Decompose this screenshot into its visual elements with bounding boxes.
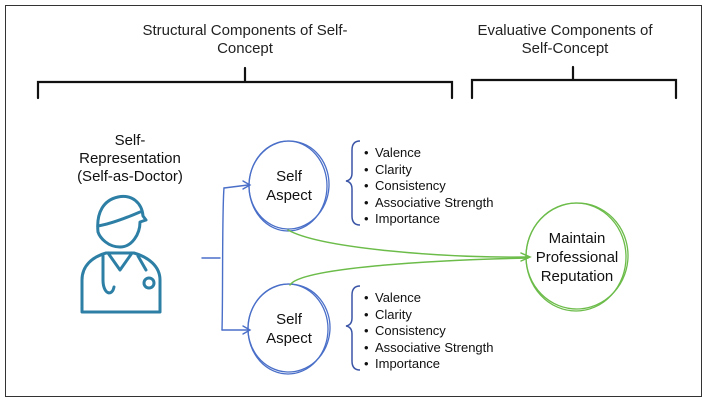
attribute-item: Associative Strength xyxy=(364,340,494,357)
goal-line-3: Reputation xyxy=(540,268,614,285)
self-rep-line-2: Representation xyxy=(79,150,181,167)
attribute-item: Associative Strength xyxy=(364,195,494,212)
brace-top xyxy=(345,140,361,226)
attribute-item: Importance xyxy=(364,356,494,373)
self-rep-line-3: (Self-as-Doctor) xyxy=(77,168,183,185)
attribute-item: Consistency xyxy=(364,178,494,195)
goal-label: Maintain Professional Reputation xyxy=(526,229,628,286)
self-aspect-top-line-2: Aspect xyxy=(266,187,312,204)
evaluative-components-header: Evaluative Components of Self-Concept xyxy=(465,22,665,58)
branch-connector xyxy=(201,180,252,335)
self-aspect-top-circle xyxy=(248,140,330,232)
attribute-item: Valence xyxy=(364,145,494,162)
attribute-list-top: Valence Clarity Consistency Associative … xyxy=(364,145,494,228)
goal-connector xyxy=(287,229,532,286)
self-aspect-bottom-line-1: Self xyxy=(276,311,302,328)
attribute-item: Clarity xyxy=(364,162,494,179)
evaluative-bracket xyxy=(470,65,678,100)
attribute-item: Importance xyxy=(364,211,494,228)
structural-components-header: Structural Components of Self- Concept xyxy=(120,22,370,58)
self-aspect-top-line-1: Self xyxy=(276,168,302,185)
structural-bracket xyxy=(36,66,454,100)
brace-bottom xyxy=(345,285,361,371)
attribute-list-bottom: Valence Clarity Consistency Associative … xyxy=(364,290,494,373)
self-representation-label: Self- Representation (Self-as-Doctor) xyxy=(60,132,200,186)
evaluative-header-line-2: Self-Concept xyxy=(521,40,609,57)
diagram-frame xyxy=(5,5,702,397)
attribute-item: Clarity xyxy=(364,307,494,324)
doctor-icon xyxy=(80,194,162,314)
goal-circle xyxy=(525,202,629,312)
self-aspect-bottom-label: Self Aspect xyxy=(250,310,328,348)
evaluative-header-line-1: Evaluative Components of xyxy=(477,22,653,39)
self-aspect-bottom-line-2: Aspect xyxy=(266,330,312,347)
structural-header-line-1: Structural Components of Self- xyxy=(142,22,348,39)
self-aspect-top-label: Self Aspect xyxy=(250,167,328,205)
structural-header-line-2: Concept xyxy=(217,40,273,57)
self-aspect-bottom-circle xyxy=(247,283,331,375)
goal-line-2: Professional xyxy=(535,249,619,266)
self-rep-line-1: Self- xyxy=(114,132,146,149)
attribute-item: Valence xyxy=(364,290,494,307)
attribute-item: Consistency xyxy=(364,323,494,340)
goal-line-1: Maintain xyxy=(548,230,606,247)
